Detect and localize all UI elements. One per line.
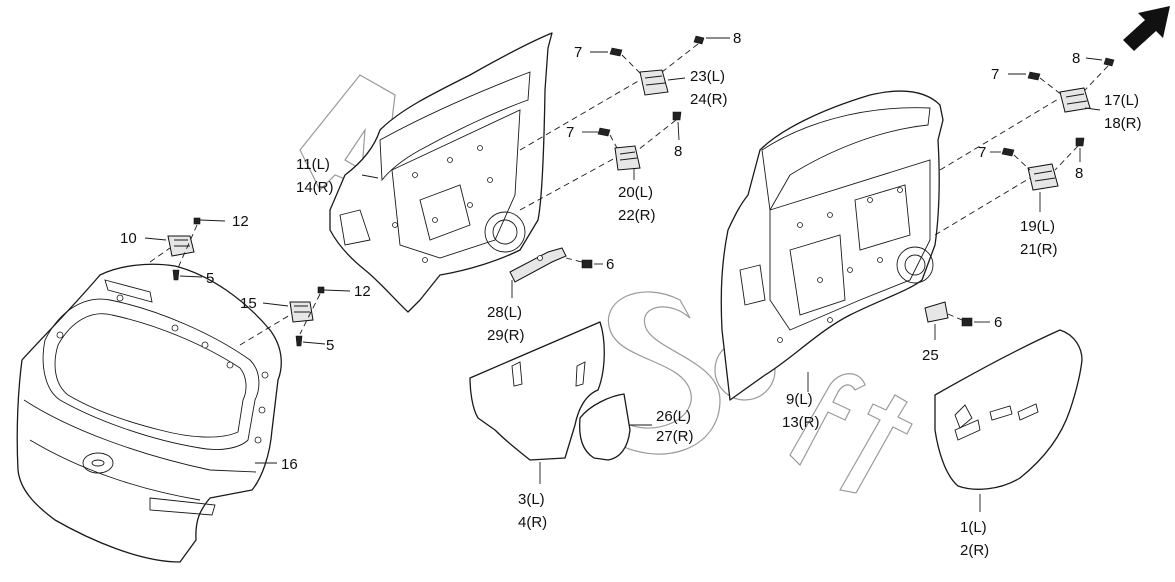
callout-5-lower: 5 bbox=[326, 337, 334, 354]
callout-1: 1(L) bbox=[960, 519, 987, 536]
rear-door-frame bbox=[329, 32, 553, 313]
rear-door-liner bbox=[469, 321, 605, 484]
front-door-check-strap bbox=[924, 301, 990, 340]
front-door-hinge-lower bbox=[990, 137, 1085, 212]
callout-26: 26(L) bbox=[656, 408, 691, 425]
rear-door-seal bbox=[578, 393, 652, 461]
callout-17: 17(L) bbox=[1104, 92, 1139, 109]
callout-29: 29(R) bbox=[487, 327, 525, 344]
callout-12-lower: 12 bbox=[354, 283, 371, 300]
front-direction-arrow-icon bbox=[1123, 6, 1170, 51]
callout-20: 20(L) bbox=[618, 184, 653, 201]
callout-16: 16 bbox=[281, 456, 298, 473]
front-door-liner bbox=[934, 329, 1083, 512]
callout-19: 19(L) bbox=[1020, 218, 1055, 235]
callout-12-upper: 12 bbox=[232, 213, 249, 230]
callout-21: 21(R) bbox=[1020, 241, 1058, 258]
callout-11: 11(L) bbox=[296, 156, 330, 173]
callout-8-b: 8 bbox=[674, 143, 682, 160]
callout-23: 23(L) bbox=[690, 68, 725, 85]
callout-18: 18(R) bbox=[1104, 115, 1142, 132]
tailgate-panel bbox=[16, 263, 282, 563]
callout-7-d: 7 bbox=[978, 144, 986, 161]
callout-22: 22(R) bbox=[618, 207, 656, 224]
callout-8-a: 8 bbox=[733, 30, 741, 47]
callout-labels: 1(L) 2(R) 3(L) 4(R) 5 5 6 6 7 7 7 7 8 8 … bbox=[120, 30, 1142, 559]
rear-door-hinge-lower bbox=[582, 111, 682, 180]
callout-28: 28(L) bbox=[487, 304, 522, 321]
callout-6-front: 6 bbox=[994, 314, 1002, 331]
rear-door-hinge-upper bbox=[590, 35, 730, 96]
callout-10: 10 bbox=[120, 230, 137, 247]
callout-25: 25 bbox=[922, 347, 939, 364]
callout-3: 3(L) bbox=[518, 491, 545, 508]
callout-15: 15 bbox=[240, 295, 257, 312]
front-door-hinge-upper bbox=[1008, 57, 1115, 113]
callout-8-c: 8 bbox=[1072, 50, 1080, 67]
callout-13: 13(R) bbox=[782, 414, 820, 431]
callout-6-rear: 6 bbox=[606, 256, 614, 273]
callout-7-b: 7 bbox=[566, 124, 574, 141]
callout-27: 27(R) bbox=[656, 428, 694, 445]
callout-4: 4(R) bbox=[518, 514, 547, 531]
callout-24: 24(R) bbox=[690, 91, 728, 108]
callout-8-d: 8 bbox=[1075, 165, 1083, 182]
tailgate-hinge-lower bbox=[262, 286, 351, 347]
callout-2: 2(R) bbox=[960, 542, 989, 559]
callout-7-c: 7 bbox=[991, 66, 999, 83]
rear-door-check-strap bbox=[509, 247, 603, 298]
callout-5-upper: 5 bbox=[206, 270, 214, 287]
callout-7-a: 7 bbox=[574, 44, 582, 61]
callout-9: 9(L) bbox=[786, 391, 813, 408]
front-door-frame bbox=[720, 90, 944, 401]
callout-14: 14(R) bbox=[296, 179, 334, 196]
tailgate-hinge-upper bbox=[144, 217, 226, 281]
